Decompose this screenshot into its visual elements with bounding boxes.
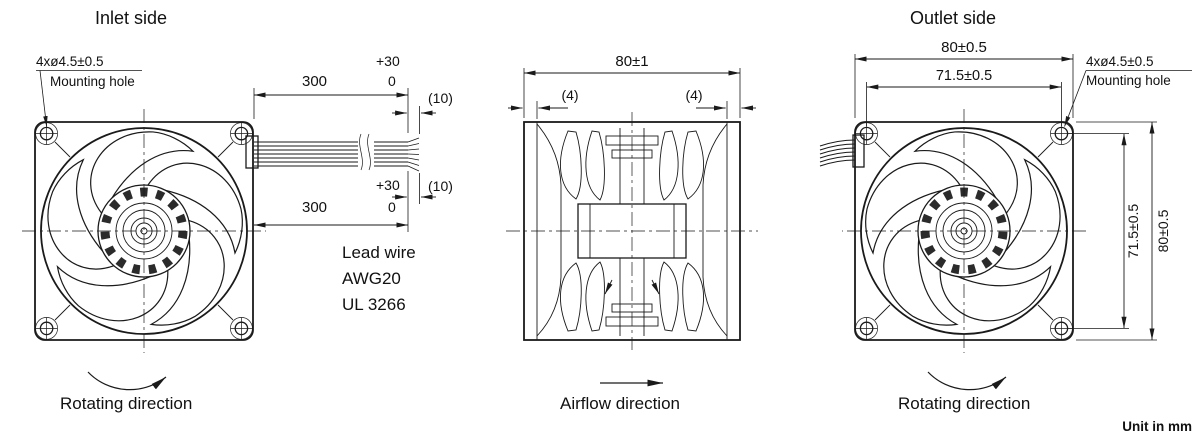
inlet-lead-wires xyxy=(254,133,420,172)
hole-pitch-width-dim: 71.5±0.5 xyxy=(866,68,1062,126)
hole-pitch-height-dim-text: 71.5±0.5 xyxy=(1125,204,1141,259)
wire-clamp xyxy=(852,134,865,168)
wire-length-bottom: 300 xyxy=(302,199,327,216)
wire-length-top-tol-upper: +30 xyxy=(376,53,400,69)
mounting-hole-leader xyxy=(1064,70,1087,127)
wire-length-top-tol-lower: 0 xyxy=(388,73,396,89)
venturi-wall-left xyxy=(536,123,562,337)
side-view: 80±1 (4) (4) Airflow direction xyxy=(506,53,758,413)
outlet-rotating-direction-label: Rotating direction xyxy=(898,394,1030,413)
outlet-title: Outlet side xyxy=(910,8,996,28)
outlet-mounting-hole-dim: 4xø4.5±0.5 xyxy=(1086,54,1153,69)
inlet-mounting-hole-callout: 4xø4.5±0.5 Mounting hole xyxy=(36,54,142,127)
outlet-lead-wires xyxy=(819,134,865,168)
inlet-mounting-hole-dim: 4xø4.5±0.5 xyxy=(36,54,103,69)
wire-length-bottom-tol-upper: +30 xyxy=(376,177,400,193)
hole-pitch-width-dim-text: 71.5±0.5 xyxy=(936,68,992,84)
venturi-wall-right xyxy=(702,123,728,337)
frame-width-dim-text: 80±0.5 xyxy=(941,39,987,56)
unit-note: Unit in mm xyxy=(1122,419,1192,434)
depth-dim: 80±1 xyxy=(523,53,741,118)
blade-sections xyxy=(560,130,704,332)
lead-wire-note-line2: AWG20 xyxy=(342,269,401,288)
hole-pitch-height-dim: 71.5±0.5 xyxy=(1068,133,1141,329)
flange-dim-right-text: (4) xyxy=(685,87,702,103)
outlet-fan-face xyxy=(842,109,1086,353)
wire-break-mark xyxy=(359,133,363,171)
frame-width-dim: 80±0.5 xyxy=(854,39,1074,118)
inlet-rotating-direction-label: Rotating direction xyxy=(60,394,192,413)
outlet-mounting-hole-callout: 4xø4.5±0.5 Mounting hole xyxy=(1064,54,1192,127)
wire-length-top: 300 xyxy=(302,73,327,90)
strip-length-dim-top: (10) xyxy=(392,90,453,134)
air-path-arrow xyxy=(604,279,613,295)
inlet-title: Inlet side xyxy=(95,8,167,28)
strip-length-bottom: (10) xyxy=(428,178,453,194)
wire-length-bottom-tol-lower: 0 xyxy=(388,199,396,215)
flange-dim-right: (4) xyxy=(685,87,756,119)
wire-clamp xyxy=(245,135,259,169)
frame-height-dim-text: 80±0.5 xyxy=(1155,209,1171,252)
outlet-view: Outlet side 80±0.5 71.5±0.5 xyxy=(819,8,1192,413)
inlet-rotating-direction-arrow xyxy=(87,371,167,391)
outlet-rotating-direction-arrow xyxy=(927,371,1007,391)
strip-length-dim-bottom: (10) xyxy=(392,173,453,204)
lead-wire-length-dim-bottom: 300 +30 0 xyxy=(254,171,409,232)
flange-dim-left-text: (4) xyxy=(561,87,578,103)
mounting-hole-leader xyxy=(39,70,48,127)
lead-wire-note-line1: Lead wire xyxy=(342,243,416,262)
airflow-direction-label: Airflow direction xyxy=(560,394,680,413)
air-path-arrow xyxy=(651,279,660,295)
inlet-mounting-hole-label: Mounting hole xyxy=(50,74,135,89)
flange-dim-left: (4) xyxy=(508,87,579,119)
lead-wire-note-line3: UL 3266 xyxy=(342,295,406,314)
strip-length-top: (10) xyxy=(428,90,453,106)
lead-wire-note: Lead wire AWG20 UL 3266 xyxy=(342,243,416,314)
wire-break-mark xyxy=(367,133,371,171)
inlet-fan-face xyxy=(22,109,266,353)
outlet-mounting-hole-label: Mounting hole xyxy=(1086,73,1171,88)
frame-height-dim: 80±0.5 xyxy=(1076,121,1171,341)
inlet-view: Inlet side xyxy=(22,8,453,413)
lead-wire-length-dim-top: 300 +30 0 xyxy=(253,53,409,133)
depth-dim-text: 80±1 xyxy=(615,53,648,70)
